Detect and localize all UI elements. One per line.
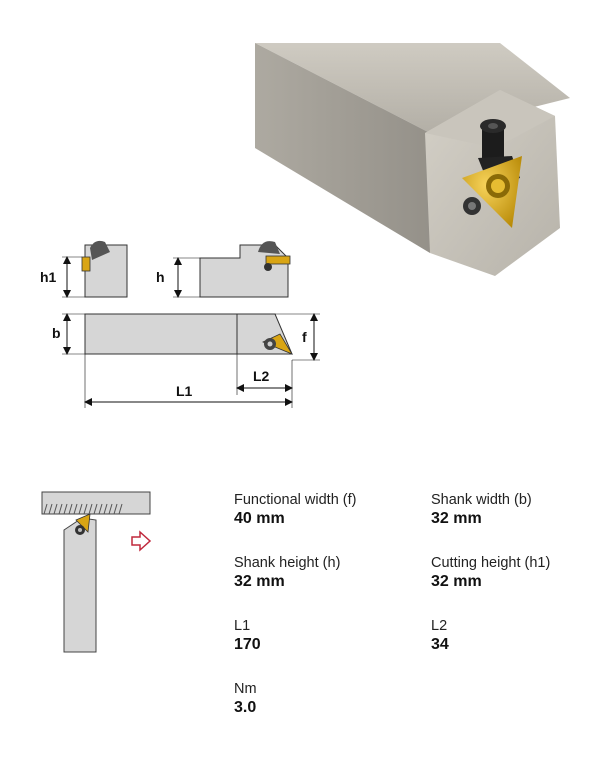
spec-value: 170 [234, 636, 261, 653]
spec-cutting-height: Cutting height (h1) 32 mm [431, 554, 596, 592]
label-h: h [156, 269, 165, 285]
spec-value: 34 [431, 636, 449, 653]
feed-direction-icon [131, 530, 152, 552]
tool-holder-photo [255, 43, 570, 276]
spec-shank-width: Shank width (b) 32 mm [431, 491, 596, 529]
label-L1: L1 [176, 383, 193, 399]
spec-label: L1 [234, 618, 251, 634]
spec-torque: Nm 3.0 [234, 680, 399, 718]
label-L2: L2 [253, 368, 270, 384]
spec-shank-height: Shank height (h) 32 mm [234, 554, 399, 592]
spec-functional-width: Functional width (f) 40 mm [234, 491, 399, 529]
spec-label: Cutting height (h1) [431, 555, 551, 571]
spec-value: 32 mm [431, 510, 482, 527]
spec-value: 32 mm [234, 573, 285, 590]
clamp-screw-icon [482, 123, 504, 163]
spec-l1: L1 170 [234, 617, 399, 655]
spec-value: 3.0 [234, 699, 257, 716]
spec-label: Functional width (f) [234, 492, 357, 508]
application-sketch [41, 491, 152, 653]
spec-label: Shank width (b) [431, 492, 532, 508]
label-h1: h1 [40, 269, 57, 285]
end-view-front: h1 [40, 240, 128, 298]
spec-value: 32 mm [431, 573, 482, 590]
spec-l2: L2 34 [431, 617, 596, 655]
plan-view: b f L2 L1 [52, 313, 320, 408]
dimension-drawing: h1 h b f L2 L1 [40, 240, 320, 408]
end-view-side: h [156, 241, 291, 298]
spec-value: 40 mm [234, 510, 285, 527]
label-f: f [302, 329, 307, 345]
label-b: b [52, 325, 61, 341]
spec-label: L2 [431, 618, 448, 634]
spec-label: Nm [234, 681, 257, 697]
spec-label: Shank height (h) [234, 555, 341, 571]
